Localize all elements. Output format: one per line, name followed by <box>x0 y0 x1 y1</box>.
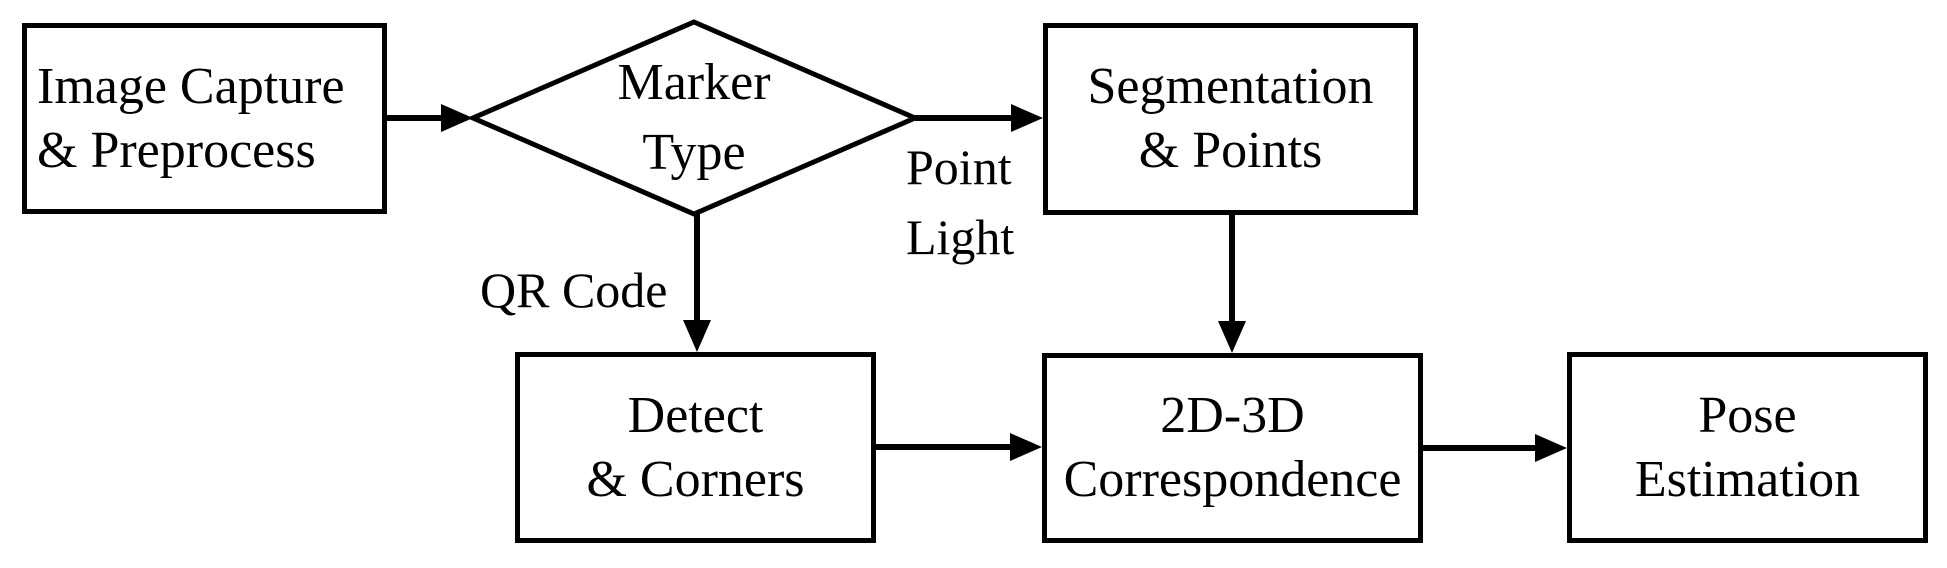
edge-correspondence-to-pose-arrowhead <box>1535 434 1567 462</box>
edge-label-qr-code: QR Code <box>480 264 668 316</box>
edge-capture-to-markertype-arrowhead <box>441 104 473 132</box>
node-pose-estimation-line2: Estimation <box>1634 450 1861 508</box>
edge-markertype-to-detect-arrowhead <box>683 320 711 352</box>
node-detect-corners-line2: & Corners <box>586 450 805 508</box>
edge-label-point-light: Point Light <box>906 132 1014 272</box>
edge-detect-to-correspondence-arrowhead <box>1010 433 1042 461</box>
node-detect-corners-line1: Detect <box>627 386 764 444</box>
node-correspondence-2d3d: 2D-3D Correspondence <box>1042 353 1423 543</box>
node-marker-type-line2: Type <box>642 124 746 181</box>
node-image-capture-line1: Image Capture <box>37 57 345 115</box>
edge-segmentation-to-correspondence-arrowhead <box>1218 321 1246 353</box>
node-detect-corners: Detect & Corners <box>515 352 876 543</box>
node-marker-type: Marker Type <box>473 22 915 214</box>
node-segmentation-line1: Segmentation <box>1087 58 1374 115</box>
node-image-capture: Image Capture & Preprocess <box>22 23 387 214</box>
node-image-capture-line2: & Preprocess <box>37 121 316 179</box>
node-segmentation: Segmentation & Points <box>1043 23 1418 215</box>
node-correspondence-2d3d-line2: Correspondence <box>1063 451 1402 508</box>
edge-label-point-light-line1: Point <box>906 139 1012 195</box>
edge-markertype-to-segmentation-arrowhead <box>1011 104 1043 132</box>
node-marker-type-line1: Marker <box>617 54 771 111</box>
node-pose-estimation-line1: Pose <box>1698 386 1797 444</box>
node-pose-estimation: Pose Estimation <box>1567 352 1928 543</box>
node-correspondence-2d3d-line1: 2D-3D <box>1160 387 1305 444</box>
edge-label-point-light-line2: Light <box>906 209 1015 265</box>
node-segmentation-line2: & Points <box>1138 122 1323 179</box>
edge-label-qr-code-text: QR Code <box>480 262 668 318</box>
